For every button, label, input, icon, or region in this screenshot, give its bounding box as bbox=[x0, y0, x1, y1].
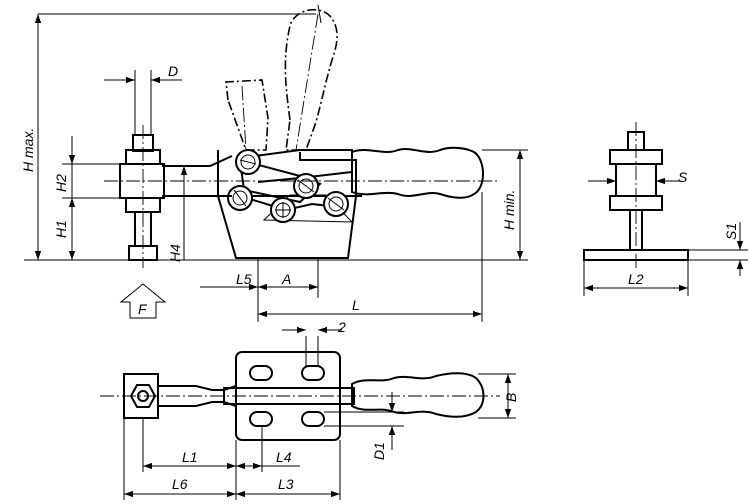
label-l: L bbox=[352, 297, 360, 313]
label-d1: D1 bbox=[371, 442, 387, 460]
slot-upper-left bbox=[249, 365, 273, 381]
handle-open-ghost-2 bbox=[284, 8, 338, 151]
label-h1: H1 bbox=[53, 220, 69, 238]
base-body bbox=[217, 150, 357, 259]
top-view: 2 B D1 L1 L4 L6 L3 bbox=[100, 319, 519, 500]
label-a: A bbox=[281, 271, 291, 287]
label-h2: H2 bbox=[53, 174, 69, 192]
label-2: 2 bbox=[337, 319, 346, 335]
slot-lower-left bbox=[249, 411, 273, 427]
top-handle-grip bbox=[351, 372, 485, 418]
force-arrow bbox=[119, 283, 167, 319]
clamp-arm bbox=[162, 155, 233, 197]
label-l5: L5 bbox=[236, 271, 252, 287]
label-l6: L6 bbox=[172, 476, 188, 492]
label-s: S bbox=[678, 169, 688, 185]
handle-open-ghost-1 bbox=[225, 79, 269, 151]
label-h-max: H max. bbox=[20, 128, 36, 172]
handle-grip bbox=[351, 146, 484, 199]
label-d: D bbox=[168, 63, 178, 79]
label-l1: L1 bbox=[182, 449, 198, 465]
label-h4: H4 bbox=[167, 244, 183, 262]
label-l4: L4 bbox=[276, 449, 292, 465]
label-b: B bbox=[503, 393, 519, 402]
label-f: F bbox=[138, 301, 148, 317]
linkage-plate-lower bbox=[239, 195, 331, 212]
label-l2: L2 bbox=[628, 271, 644, 287]
label-l3: L3 bbox=[278, 476, 294, 492]
side-view: S L2 S1 bbox=[583, 122, 748, 296]
slot-upper-right bbox=[301, 365, 325, 381]
slot-lower-right bbox=[301, 411, 325, 427]
label-h-min: H min. bbox=[501, 190, 517, 230]
label-s1: S1 bbox=[723, 223, 739, 240]
front-view: H max. H min. H1 H2 H4 D F L5 A bbox=[20, 4, 528, 322]
